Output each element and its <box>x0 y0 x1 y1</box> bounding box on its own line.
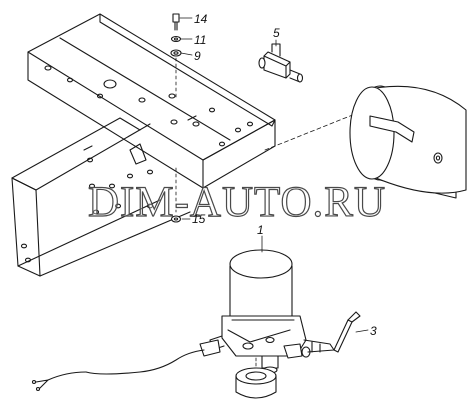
silencer <box>235 357 277 399</box>
mounting-bolt-stack <box>170 13 193 223</box>
air-dryer <box>209 235 311 374</box>
frame-bracket <box>11 13 366 277</box>
callout-11: 11 <box>194 33 207 47</box>
callout-9: 9 <box>194 49 201 63</box>
callout-5: 5 <box>273 26 280 40</box>
callout-15: 15 <box>192 212 206 226</box>
drain-hose <box>303 311 369 353</box>
callout-3: 3 <box>370 324 377 338</box>
air-tank <box>349 85 467 199</box>
callout-14: 14 <box>194 12 208 26</box>
callout-1: 1 <box>257 223 264 237</box>
heater-cable <box>31 339 221 392</box>
valve-fitting <box>258 39 304 83</box>
